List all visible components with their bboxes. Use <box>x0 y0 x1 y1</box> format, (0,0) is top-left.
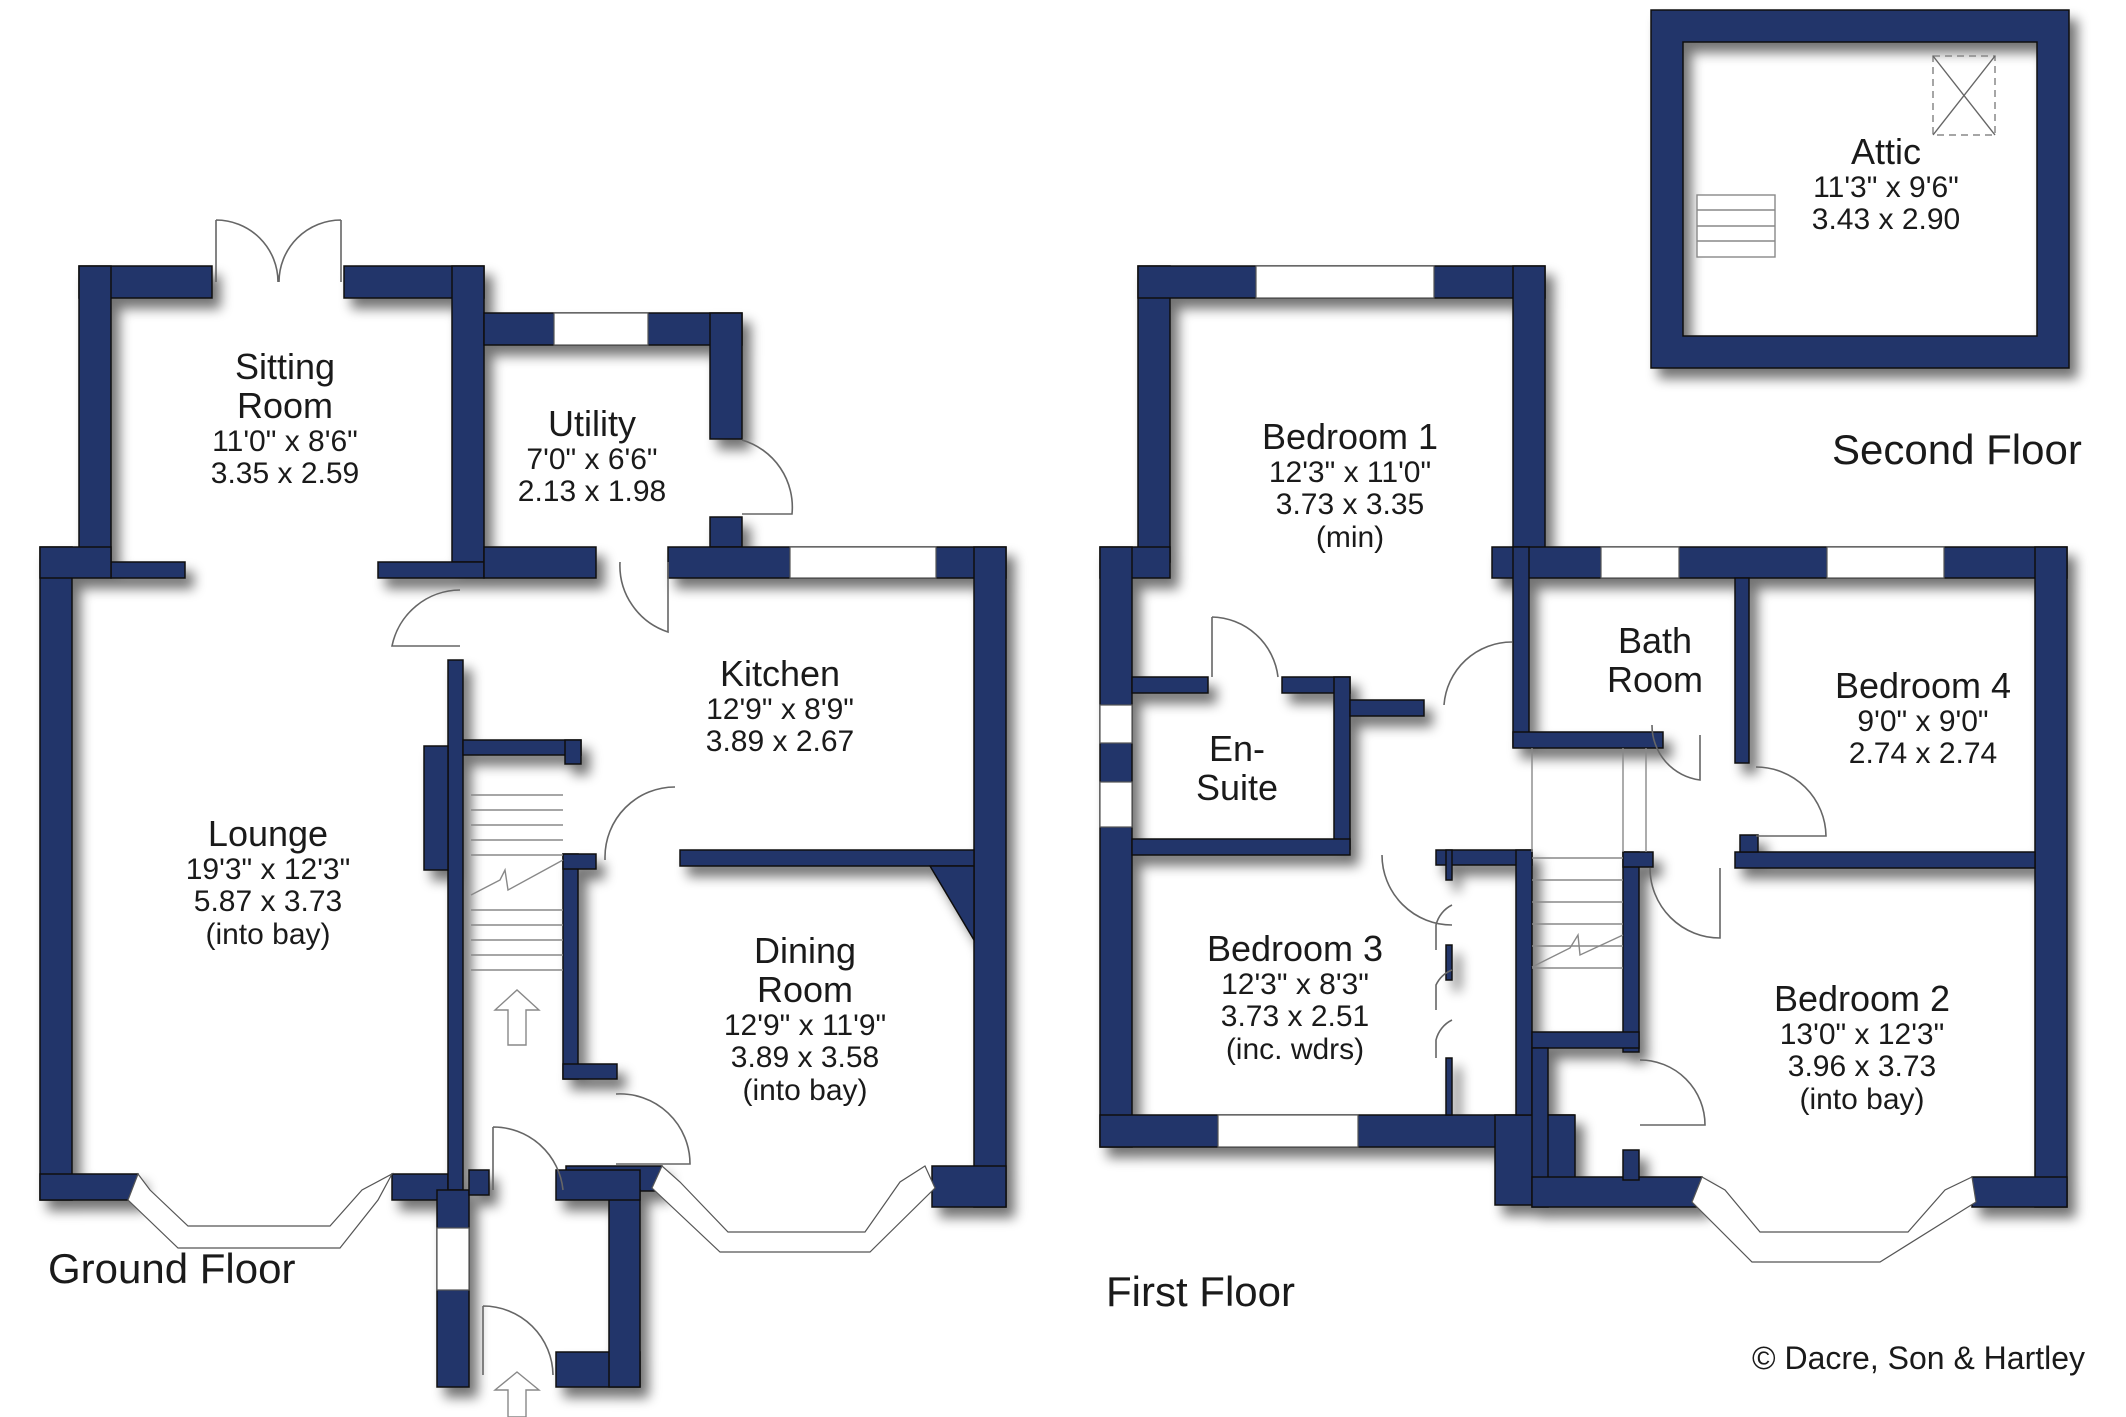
room-dimensions-metric: 3.73 x 2.51 <box>1220 1000 1370 1034</box>
room-name: Utility <box>547 403 636 444</box>
room-label-bedroom-4: Bedroom 4 9'0" x 9'0" 2.74 x 2.74 <box>1834 665 2012 771</box>
room-name: Room <box>756 968 854 1010</box>
stair-up-arrow-icon <box>493 989 541 1046</box>
room-note: (inc. wdrs) <box>1225 1032 1365 1066</box>
room-note: (into bay) <box>205 917 331 951</box>
room-label-dining-room: Dining Room 12'9" x 11'9" 3.89 x 3.58 (i… <box>723 930 887 1107</box>
room-label-en-suite: En- Suite <box>1195 728 1279 808</box>
room-label-attic: Attic 11'3" x 9'6" 3.43 x 2.90 <box>1811 131 1961 237</box>
first-floor-doors <box>1211 616 1827 1126</box>
room-label-sitting-room: Sitting Room 11'0" x 8'6" 3.35 x 2.59 <box>210 346 360 491</box>
room-dimensions-imperial: 12'3" x 11'0" <box>1268 455 1432 489</box>
room-dimensions-imperial: 11'0" x 8'6" <box>212 424 358 458</box>
floor-title-second: Second Floor <box>1832 426 2082 473</box>
room-note: (into bay) <box>742 1073 868 1107</box>
room-dimensions-imperial: 11'3" x 9'6" <box>1813 170 1959 204</box>
room-name: Kitchen <box>719 653 841 694</box>
room-name: Attic <box>1850 131 1922 172</box>
room-name: Dining <box>753 930 857 971</box>
room-dimensions-metric: 3.89 x 2.67 <box>705 725 855 759</box>
room-dimensions-metric: 2.13 x 1.98 <box>517 475 667 509</box>
room-name: Bedroom 2 <box>1773 978 1951 1019</box>
room-note: (min) <box>1315 520 1385 554</box>
room-dimensions-imperial: 19'3" x 12'3" <box>185 852 351 886</box>
room-label-bedroom-3: Bedroom 3 12'3" x 8'3" 3.73 x 2.51 (inc.… <box>1206 928 1384 1066</box>
first-floor-walls <box>1099 265 2068 1208</box>
room-dimensions-metric: 3.89 x 3.58 <box>730 1041 880 1075</box>
room-name: Bath <box>1617 620 1693 661</box>
attic-ladder-icon <box>1696 194 1776 258</box>
room-dimensions-metric: 3.43 x 2.90 <box>1811 203 1961 237</box>
room-name: Bedroom 1 <box>1261 416 1439 457</box>
room-label-bedroom-2: Bedroom 2 13'0" x 12'3" 3.96 x 3.73 (int… <box>1773 978 1951 1116</box>
room-dimensions-metric: 5.87 x 3.73 <box>193 885 343 919</box>
second-floor-walls <box>1650 9 2070 369</box>
room-dimensions-imperial: 12'3" x 8'3" <box>1221 967 1369 1001</box>
room-dimensions-metric: 2.74 x 2.74 <box>1848 737 1998 771</box>
room-dimensions-imperial: 7'0" x 6'6" <box>526 442 658 476</box>
ground-floor-walls <box>39 265 1007 1388</box>
room-note: (into bay) <box>1799 1082 1925 1116</box>
room-dimensions-metric: 3.73 x 3.35 <box>1275 488 1425 522</box>
room-name: Suite <box>1195 766 1279 808</box>
room-label-bath-room: Bath Room <box>1606 620 1704 700</box>
first-floor-windows <box>1099 265 1977 1263</box>
ground-floor-stairs <box>470 794 564 1417</box>
room-label-kitchen: Kitchen 12'9" x 8'9" 3.89 x 2.67 <box>705 653 855 759</box>
entrance-arrow-icon <box>493 1371 541 1417</box>
ground-floor-doors <box>215 219 794 1376</box>
room-name: En- <box>1208 728 1266 769</box>
room-dimensions-imperial: 12'9" x 11'9" <box>723 1008 887 1042</box>
ground-floor-windows <box>127 312 937 1291</box>
room-label-lounge: Lounge 19'3" x 12'3" 5.87 x 3.73 (into b… <box>185 813 351 951</box>
room-name: Lounge <box>207 813 329 854</box>
room-dimensions-metric: 3.96 x 3.73 <box>1787 1050 1937 1084</box>
room-dimensions-imperial: 12'9" x 8'9" <box>706 692 854 726</box>
room-dimensions-imperial: 9'0" x 9'0" <box>1857 704 1989 738</box>
floor-title-first: First Floor <box>1106 1268 1295 1315</box>
floor-title-ground: Ground Floor <box>48 1245 296 1292</box>
room-name: Room <box>1606 658 1704 700</box>
room-name: Sitting <box>234 346 336 387</box>
roof-hatch-icon <box>1932 55 1996 136</box>
room-name: Bedroom 4 <box>1834 665 2012 706</box>
room-dimensions-metric: 3.35 x 2.59 <box>210 457 360 491</box>
room-dimensions-imperial: 13'0" x 12'3" <box>1779 1017 1945 1051</box>
room-name: Bedroom 3 <box>1206 928 1384 969</box>
room-name: Room <box>236 384 334 426</box>
first-floor-stairs <box>1531 748 1647 969</box>
room-label-bedroom-1: Bedroom 1 12'3" x 11'0" 3.73 x 3.35 (min… <box>1261 416 1439 554</box>
copyright-notice: © Dacre, Son & Hartley <box>1752 1340 2086 1376</box>
attic-fixtures <box>1696 55 1996 258</box>
room-label-utility: Utility 7'0" x 6'6" 2.13 x 1.98 <box>517 403 667 509</box>
